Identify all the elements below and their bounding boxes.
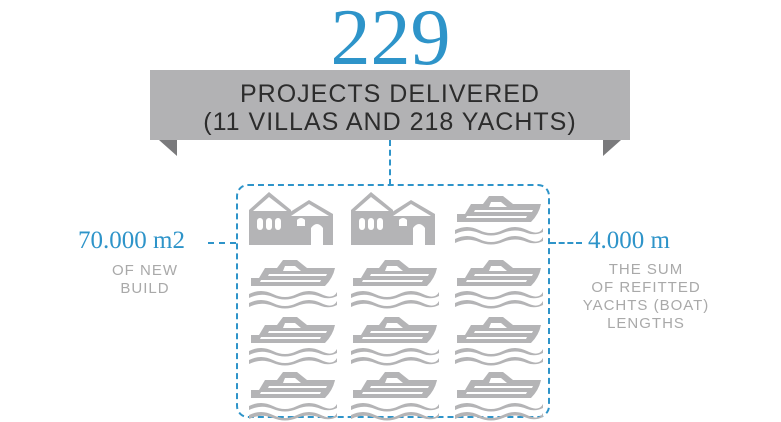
icon-grid-frame	[236, 184, 550, 418]
caption-line: OF REFITTED	[591, 279, 701, 296]
caption-line: YACHTS (BOAT)	[582, 297, 710, 314]
yacht-icon	[247, 311, 337, 367]
caption-line: OF NEW	[112, 262, 178, 279]
new-build-area-caption: OF NEW BUILD	[90, 262, 200, 298]
refit-length-caption: THE SUM OF REFITTED YACHTS (BOAT) LENGTH…	[576, 261, 716, 333]
banner-connector-line	[389, 140, 391, 185]
yacht-icon	[349, 366, 439, 422]
yacht-icon	[453, 311, 543, 367]
caption-line: THE SUM	[608, 261, 684, 278]
banner-body	[150, 70, 630, 140]
yacht-icon	[349, 311, 439, 367]
yacht-icon	[247, 254, 337, 310]
headline-banner	[150, 70, 630, 156]
headline-label-line-2: (11 VILLAS AND 218 YACHTS)	[203, 108, 577, 136]
right-connector-line	[550, 242, 582, 244]
villa-icon	[349, 190, 439, 246]
caption-line: LENGTHS	[607, 315, 685, 332]
refit-length-value: 4.000 m	[588, 227, 670, 254]
headline-label-line-1: PROJECTS DELIVERED	[239, 80, 540, 108]
yacht-icon	[453, 366, 543, 422]
yacht-icon	[453, 254, 543, 310]
headline-number: 229	[330, 0, 451, 82]
yacht-icon	[453, 190, 543, 246]
left-connector-line	[208, 242, 236, 244]
yacht-icon	[247, 366, 337, 422]
new-build-area-value: 70.000 m2	[78, 227, 185, 254]
yacht-icon	[349, 254, 439, 310]
villa-icon	[247, 190, 337, 246]
caption-line: BUILD	[120, 280, 170, 297]
